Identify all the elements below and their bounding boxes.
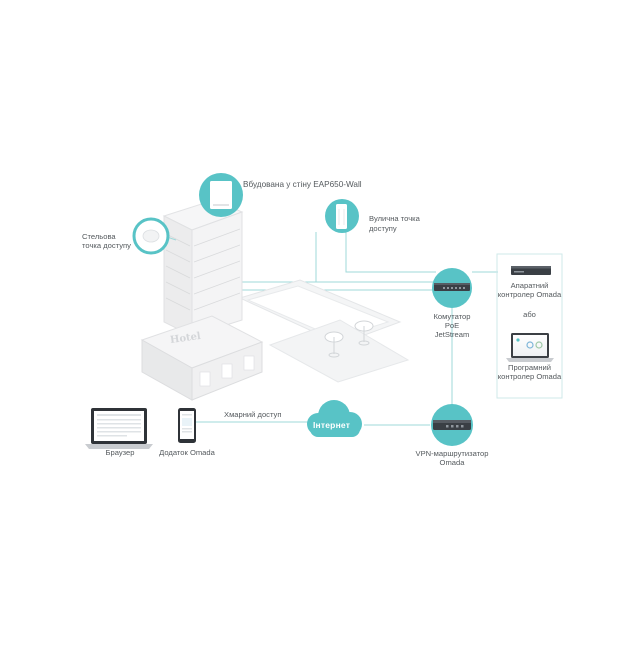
wall-ap-label: Вбудована у стіну EAP650-Wall <box>243 180 362 189</box>
router-label-2: Omada <box>439 458 465 467</box>
wall-ap-icon[interactable] <box>199 173 243 217</box>
hardware-controller-icon[interactable] <box>511 266 551 275</box>
router-label-1: VPN-маршрутизатор <box>415 449 489 458</box>
or-label: або <box>523 310 536 319</box>
umbrella-icon <box>324 320 374 358</box>
ceiling-ap-icon[interactable] <box>132 217 177 255</box>
switch-icon[interactable] <box>432 268 472 308</box>
browser-label: Браузер <box>105 448 135 457</box>
outdoor-ap-label-1: Вулична точка <box>369 214 420 223</box>
hw-controller-label-2: контролер Omada <box>497 290 562 299</box>
router-icon[interactable] <box>431 404 473 446</box>
line-outdoor-ap <box>345 232 436 273</box>
hw-controller-label-1: Апаратний <box>510 281 549 290</box>
sw-controller-label-1: Програмний <box>507 363 552 372</box>
software-controller-icon[interactable] <box>506 333 554 362</box>
outdoor-ap-icon[interactable] <box>325 199 359 233</box>
switch-label-3: JetStream <box>434 330 470 339</box>
controller-panel <box>496 253 563 399</box>
cloud-icon <box>307 400 362 437</box>
pool-icon <box>238 279 410 383</box>
sw-controller-label-2: контролер Omada <box>497 372 562 381</box>
ceiling-ap-label-1: Стельова <box>82 232 116 241</box>
outdoor-ap-label-2: доступу <box>369 224 397 233</box>
internet-label: Інтернет <box>313 420 351 430</box>
switch-label-1: Комутатор <box>433 312 471 321</box>
laptop-icon[interactable] <box>85 408 153 449</box>
cloud-access-label: Хмарний доступ <box>224 410 282 419</box>
app-label: Додаток Omada <box>159 448 215 457</box>
ceiling-ap-label-2: точка доступу <box>82 241 131 250</box>
phone-icon[interactable] <box>178 408 196 443</box>
switch-label-2: PoE <box>444 321 460 330</box>
hotel-building-icon <box>140 199 264 401</box>
